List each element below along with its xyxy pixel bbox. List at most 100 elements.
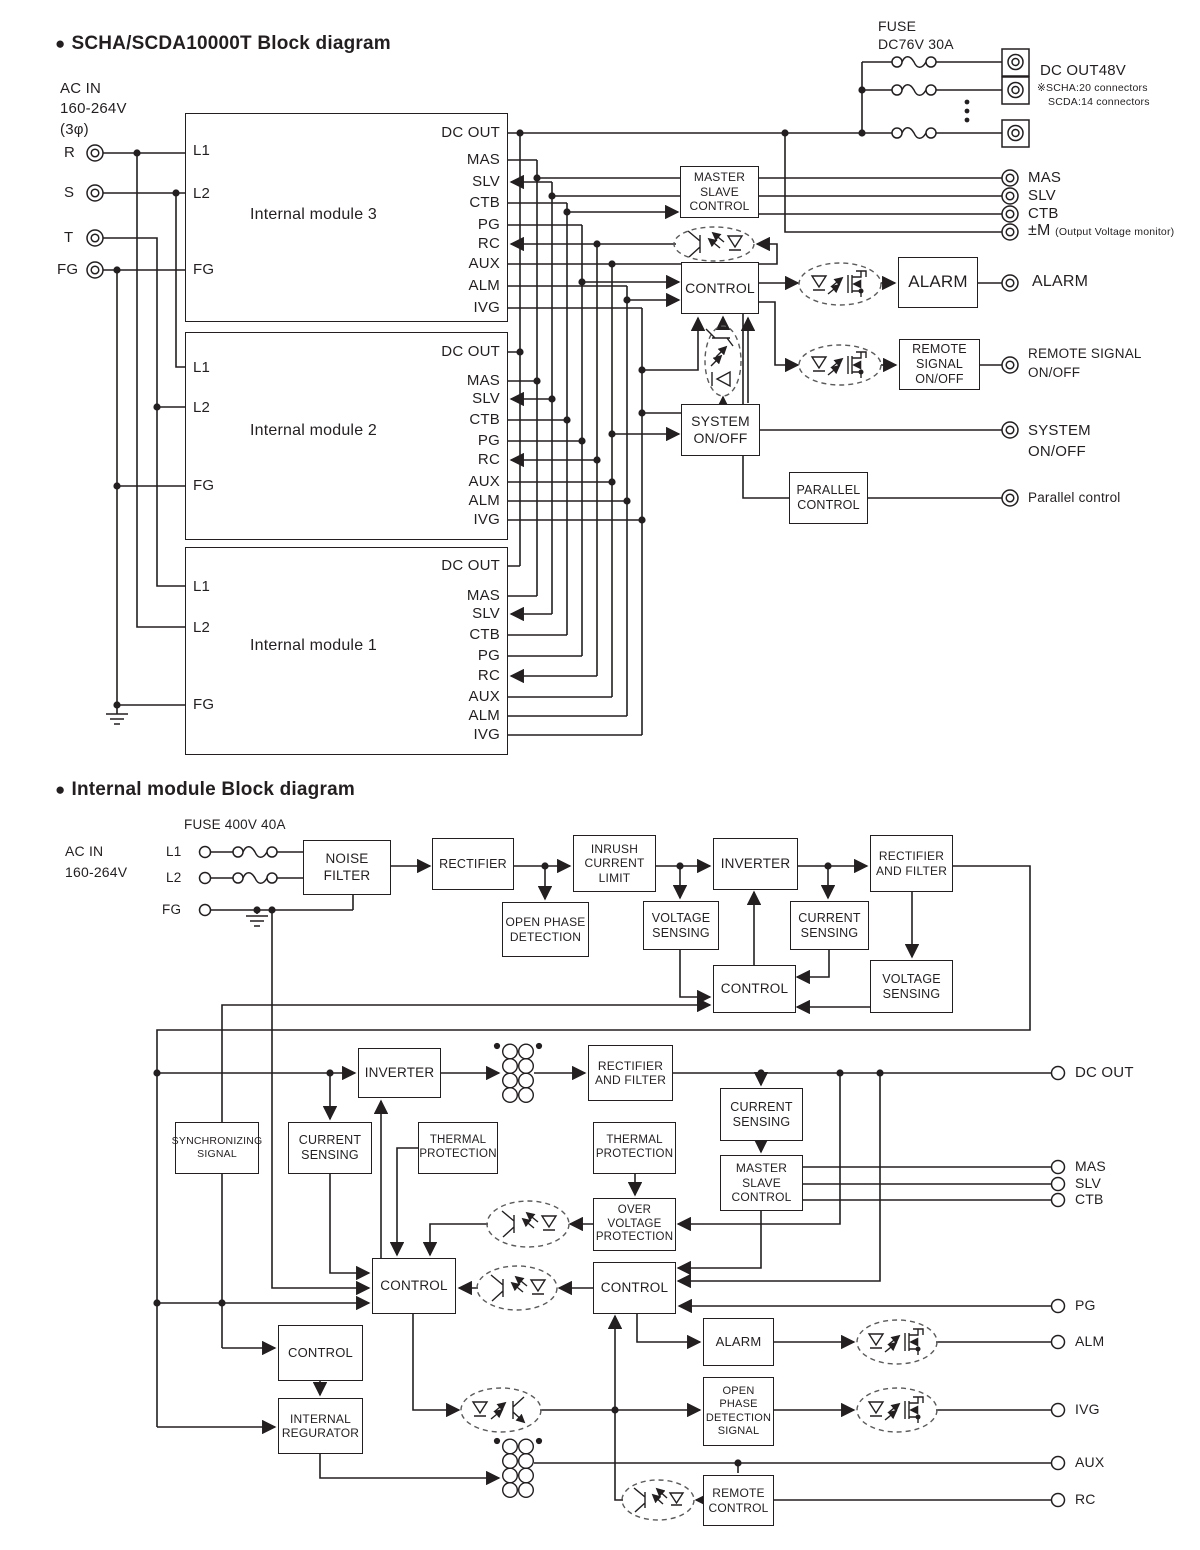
pin-dcout: DC OUT (441, 124, 500, 141)
terminal-icon (1050, 1298, 1066, 1314)
dots-ellipsis-icon (964, 99, 970, 105)
master-slave-control-block: MASTER SLAVE CONTROL (680, 166, 759, 218)
pin-alm: ALM (468, 492, 500, 509)
optocoupler-icon (704, 325, 742, 397)
terminal-icon (198, 871, 212, 885)
out-label-ctb: CTB (1075, 1191, 1104, 1207)
terminal-icon (1050, 1455, 1066, 1471)
diagram2-title: ● Internal module Block diagram (55, 779, 355, 801)
current-sensing-block: CURRENT SENSING (720, 1088, 803, 1141)
bullet-icon: ● (55, 34, 66, 53)
out-label-alm: ALM (1075, 1333, 1105, 1349)
pin-ivg: IVG (473, 511, 500, 528)
rectifier-block: RECTIFIER (432, 838, 514, 890)
internal-regurator-block: INTERNAL REGURATOR (278, 1398, 363, 1454)
d2-terminals (198, 845, 1066, 1508)
optocoupler-icon (486, 1200, 570, 1248)
optocoupler-icon (621, 1479, 695, 1521)
pm-note: (Output Voltage monitor) (1055, 226, 1175, 238)
terminal-label-t: T (64, 229, 74, 246)
pin-rc: RC (477, 235, 500, 252)
over-voltage-protection-block: OVER VOLTAGE PROTECTION (593, 1198, 676, 1251)
optocoupler-icon (856, 1319, 938, 1365)
pin-ivg: IVG (473, 726, 500, 743)
terminal-label-fg: FG (57, 261, 79, 278)
terminal-icon (198, 845, 212, 859)
pin-dcout: DC OUT (441, 557, 500, 574)
pin-aux: AUX (468, 473, 500, 490)
optocoupler-icon (798, 344, 882, 386)
fuse-label: FUSE (878, 18, 917, 34)
pin-l1: L1 (193, 359, 211, 376)
pin-l2: L2 (193, 399, 211, 416)
terminal-icon (1001, 169, 1019, 187)
d2-opto-glyphs (471, 1210, 924, 1513)
pin-pg: PG (477, 647, 500, 664)
noise-filter-block: NOISE FILTER (303, 840, 391, 895)
terminal-icon (1050, 1159, 1066, 1175)
terminal-icon (1001, 489, 1019, 507)
ac-in-label: AC IN (65, 843, 104, 859)
terminal-icon (1001, 205, 1019, 223)
pin-aux: AUX (468, 688, 500, 705)
title-text: SCHA/SCDA10000T Block diagram (71, 33, 391, 54)
pin-fg: FG (193, 477, 215, 494)
remote-control-block: REMOTE CONTROL (703, 1475, 774, 1526)
ac-phase-label: (3φ) (60, 121, 89, 138)
control-block: CONTROL (713, 965, 796, 1013)
out-label-dcout: DC OUT (1075, 1064, 1134, 1081)
pin-slv: SLV (472, 605, 500, 622)
pin-mas: MAS (466, 151, 500, 168)
out-label-ivg: IVG (1075, 1401, 1100, 1417)
out-label-remote: REMOTE SIGNAL ON/OFF (1028, 346, 1142, 380)
pin-alm: ALM (468, 707, 500, 724)
pin-ctb: CTB (469, 626, 500, 643)
out-label-slv: SLV (1075, 1175, 1102, 1191)
pin-l2: L2 (193, 185, 211, 202)
pin-slv: SLV (472, 390, 500, 407)
module-2-label: Internal module 2 (250, 422, 378, 439)
terminal-icon (86, 144, 104, 162)
out-label-mas: MAS (1075, 1158, 1106, 1174)
open-phase-detection-signal-block: OPEN PHASE DETECTION SIGNAL (703, 1377, 774, 1446)
remote-signal-block: REMOTE SIGNAL ON/OFF (899, 339, 980, 390)
terminal-icon (86, 261, 104, 279)
diagram1-title: ● SCHA/SCDA10000T Block diagram (55, 33, 391, 55)
inrush-current-limit-block: INRUSH CURRENT LIMIT (573, 835, 656, 892)
system-on-off-block: SYSTEM ON/OFF (681, 404, 760, 456)
terminal-icon (1050, 1176, 1066, 1192)
pm-text: ±M (1028, 222, 1051, 239)
control-block: CONTROL (593, 1262, 676, 1314)
optocoupler-icon (460, 1387, 542, 1433)
terminal-icon (86, 184, 104, 202)
d2-opto-ovals (460, 1200, 938, 1521)
terminal-icon (1050, 1492, 1066, 1508)
transformer-icon (493, 1042, 543, 1103)
out-label-rc: RC (1075, 1491, 1096, 1507)
terminal-icon (1001, 274, 1019, 292)
scda-connectors-note: SCDA:14 connectors (1048, 96, 1150, 108)
fuse-icon (232, 846, 278, 858)
optocoupler-icon (476, 1265, 558, 1311)
transformer-icon (493, 1437, 543, 1498)
terminal-icon (86, 229, 104, 247)
terminal-icon (198, 903, 212, 917)
fuse-icon (891, 127, 937, 139)
internal-module-2-box (185, 332, 508, 540)
d2-junction-dots (153, 862, 884, 1467)
pin-pg: PG (477, 216, 500, 233)
voltage-sensing-block: VOLTAGE SENSING (870, 960, 953, 1013)
pin-ctb: CTB (469, 411, 500, 428)
scha-connectors-note: ※SCHA:20 connectors (1037, 82, 1148, 94)
terminal-icon (1050, 1065, 1066, 1081)
fuse-rating-label: DC76V 30A (878, 36, 954, 52)
d2-wires (156, 851, 1051, 1508)
pin-l1: L1 (166, 844, 182, 859)
fuse-icon (891, 84, 937, 96)
pin-l2: L2 (193, 619, 211, 636)
title-text: Internal module Block diagram (71, 779, 355, 800)
terminal-label-r: R (64, 144, 76, 161)
pin-pg: PG (477, 432, 500, 449)
